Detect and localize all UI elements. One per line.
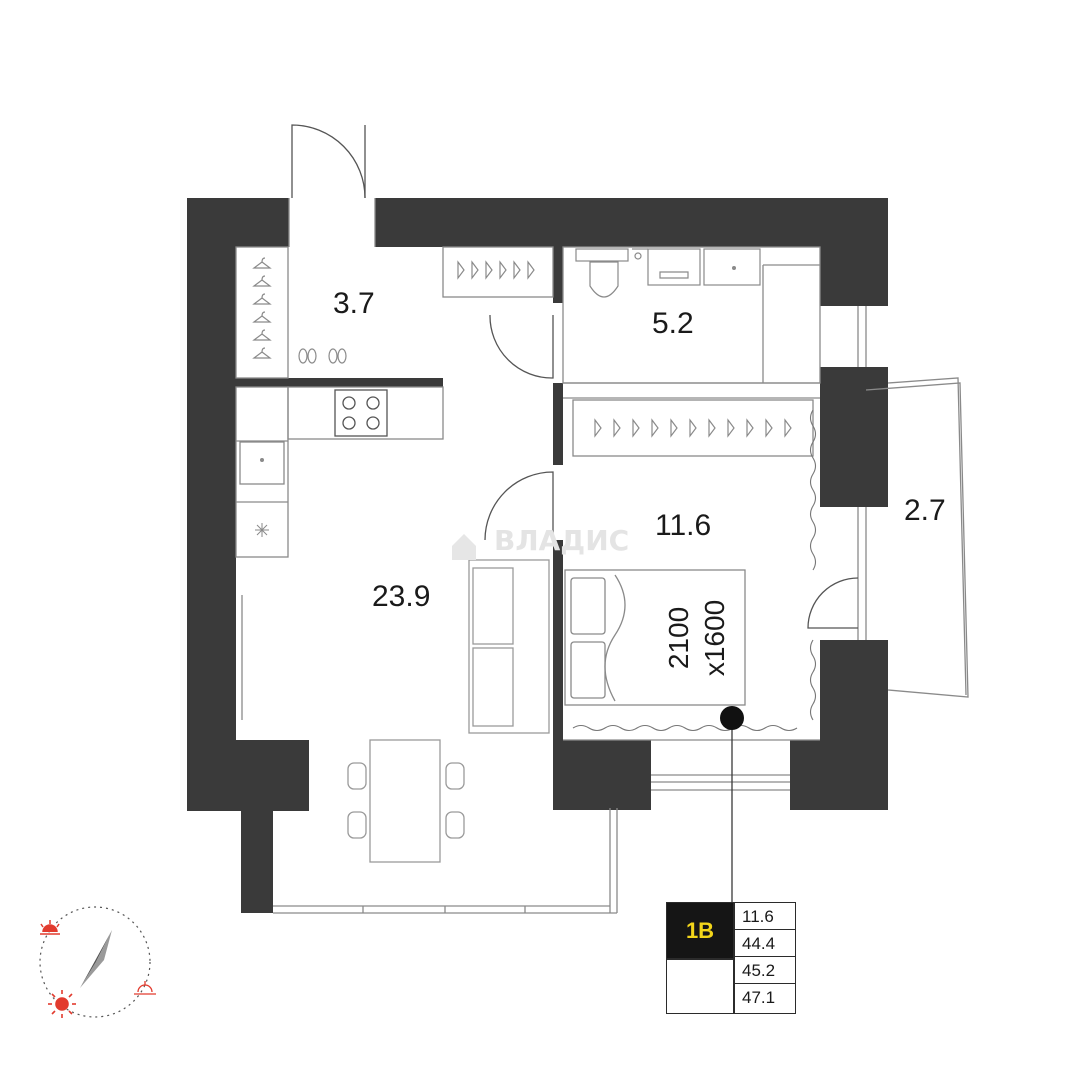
watermark-text: ВЛАДИС xyxy=(494,524,629,557)
legend-value: 11.6 xyxy=(735,903,795,930)
interior-lines xyxy=(235,198,969,914)
living-kitchen-area: 23.9 xyxy=(372,580,430,613)
hanger-icon xyxy=(485,261,493,279)
balcony-door xyxy=(807,577,859,629)
compass-icon xyxy=(80,930,112,988)
apartment-type-badge: 1В xyxy=(667,903,733,959)
stove-icon xyxy=(334,389,388,437)
sun-icon xyxy=(48,990,76,1018)
hanger-icon xyxy=(253,275,271,287)
door-swings xyxy=(291,124,859,629)
shoe-icon xyxy=(298,348,347,364)
kitchen xyxy=(239,389,388,537)
unit-legend: 1В 11.6 44.4 45.2 47.1 xyxy=(666,902,796,1014)
room-areas: 3.7 5.2 11.6 23.9 2.7 xyxy=(333,287,946,613)
sofa xyxy=(468,559,550,734)
hanger-icon xyxy=(253,257,271,269)
bathroom-door xyxy=(489,314,554,379)
bed xyxy=(564,569,746,706)
bedroom-wardrobe xyxy=(594,419,792,437)
compass xyxy=(39,906,156,1018)
curtains xyxy=(572,409,817,732)
hanger-icon xyxy=(253,347,271,359)
walls xyxy=(187,198,888,913)
hanger-icon xyxy=(513,261,521,279)
hall-area: 3.7 xyxy=(333,287,375,320)
bathroom-area: 5.2 xyxy=(652,307,694,340)
watermark: ВЛАДИС xyxy=(452,524,629,560)
hanger-icon xyxy=(253,293,271,305)
dining-table xyxy=(347,739,465,863)
sink-icon xyxy=(239,441,285,485)
sunrise-icon xyxy=(40,920,60,935)
hanger-icon xyxy=(527,261,535,279)
legend-value: 44.4 xyxy=(735,930,795,957)
snowflake-icon xyxy=(255,523,269,537)
hanger-icon xyxy=(253,311,271,323)
bathroom-fixtures xyxy=(575,248,761,298)
hanger-icon xyxy=(499,261,507,279)
hanger-icon xyxy=(471,261,479,279)
bedroom-door xyxy=(484,471,554,541)
legend-value: 47.1 xyxy=(742,988,776,1007)
bed-width: x1600 xyxy=(699,600,730,676)
hanger-icon xyxy=(457,261,465,279)
bed-length: 2100 xyxy=(663,607,694,669)
toilet-icon xyxy=(589,261,619,298)
legend-value: 45.2 xyxy=(735,957,795,984)
unit-marker xyxy=(720,706,744,903)
house-icon xyxy=(452,534,476,560)
bedroom-area: 11.6 xyxy=(655,509,711,542)
sunset-icon xyxy=(134,981,156,995)
hanger-icon xyxy=(253,329,271,341)
balcony-area: 2.7 xyxy=(904,494,946,527)
entry-door xyxy=(291,124,366,199)
bed-size-label: 2100 x1600 xyxy=(663,600,730,676)
hall-furniture xyxy=(253,257,535,364)
